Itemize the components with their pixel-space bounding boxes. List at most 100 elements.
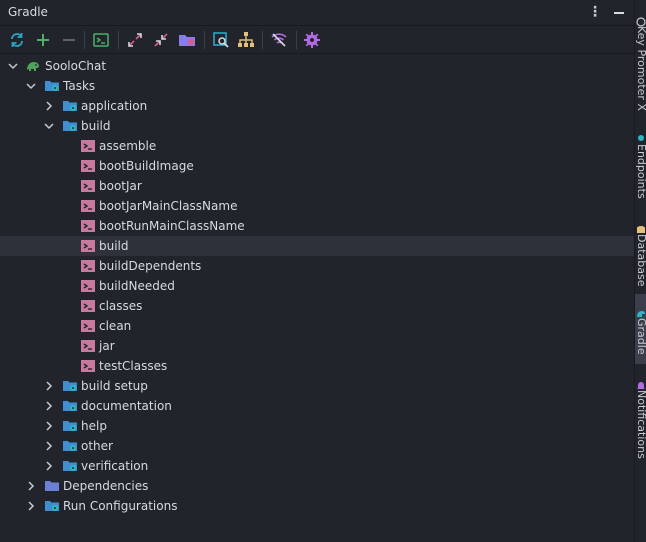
- offline-icon[interactable]: [270, 31, 288, 49]
- tab-notifications[interactable]: Notifications: [635, 364, 646, 484]
- tree-node-task[interactable]: bootBuildImage: [0, 156, 634, 176]
- expand-all-icon[interactable]: [126, 31, 144, 49]
- tree-node-group[interactable]: build setup: [0, 376, 634, 396]
- task-icon: [80, 338, 96, 354]
- folder-icon: [44, 478, 60, 494]
- chevron-right-icon[interactable]: [25, 499, 37, 513]
- collapse-all-icon[interactable]: [152, 31, 170, 49]
- chevron-down-icon[interactable]: [7, 59, 19, 73]
- tree-node-task[interactable]: bootJarMainClassName: [0, 196, 634, 216]
- tree-label: verification: [81, 459, 149, 473]
- tree-label: bootJarMainClassName: [99, 199, 238, 213]
- tree-label: bootRunMainClassName: [99, 219, 245, 233]
- tree-label: jar: [99, 339, 115, 353]
- tab-label: Key Promoter X: [635, 26, 646, 111]
- tree-label: SooloChat: [45, 59, 107, 73]
- chevron-down-icon[interactable]: [25, 79, 37, 93]
- right-tool-strip: Key Promoter X Endpoints Database Gradle…: [634, 0, 646, 542]
- tree-node-group[interactable]: help: [0, 416, 634, 436]
- task-icon: [80, 318, 96, 334]
- task-icon: [80, 238, 96, 254]
- tree-node-task[interactable]: clean: [0, 316, 634, 336]
- database-icon: [636, 220, 646, 233]
- task-folder-icon: [62, 418, 78, 434]
- gradle-elephant-icon: [25, 58, 41, 74]
- chevron-right-icon[interactable]: [43, 99, 55, 113]
- task-icon: [80, 138, 96, 154]
- tab-gradle[interactable]: Gradle: [635, 294, 646, 364]
- task-folder-icon: [62, 438, 78, 454]
- more-options-icon[interactable]: ⋮: [588, 4, 602, 20]
- refresh-icon[interactable]: [8, 31, 26, 49]
- tree-label: assemble: [99, 139, 157, 153]
- title-bar: Gradle ⋮: [0, 0, 634, 26]
- dependencies-icon[interactable]: [237, 31, 255, 49]
- tree-node-task[interactable]: buildDependents: [0, 256, 634, 276]
- tree-node-group[interactable]: other: [0, 436, 634, 456]
- toolbar-separator: [84, 31, 85, 49]
- settings-icon[interactable]: [303, 31, 321, 49]
- tree-node-dependencies[interactable]: Dependencies: [0, 476, 634, 496]
- toolbar: [0, 26, 634, 54]
- tree-node-root[interactable]: SooloChat: [0, 56, 634, 76]
- add-icon[interactable]: [34, 31, 52, 49]
- tree-node-group[interactable]: build: [0, 116, 634, 136]
- folder-tasks-icon[interactable]: [178, 31, 196, 49]
- tree-node-task-selected[interactable]: build: [0, 236, 634, 256]
- task-icon: [80, 278, 96, 294]
- task-folder-icon: [44, 78, 60, 94]
- minimize-icon[interactable]: [612, 4, 626, 20]
- tree-node-group[interactable]: verification: [0, 456, 634, 476]
- tree-label: Run Configurations: [63, 499, 178, 513]
- toolbar-separator: [296, 31, 297, 49]
- tab-endpoints[interactable]: Endpoints: [635, 120, 646, 212]
- tree-label: help: [81, 419, 107, 433]
- task-folder-icon: [62, 118, 78, 134]
- tree-node-task[interactable]: bootJar: [0, 176, 634, 196]
- tab-label: Gradle: [635, 318, 646, 355]
- tab-label: Database: [635, 234, 646, 287]
- toolbar-separator: [118, 31, 119, 49]
- gradle-elephant-icon: [636, 304, 646, 317]
- tree-node-group[interactable]: application: [0, 96, 634, 116]
- task-icon: [80, 358, 96, 374]
- chevron-right-icon[interactable]: [43, 379, 55, 393]
- toolbar-separator: [262, 31, 263, 49]
- window-title: Gradle: [8, 5, 48, 19]
- tree-label: build: [99, 239, 129, 253]
- tree-node-task[interactable]: classes: [0, 296, 634, 316]
- tab-database[interactable]: Database: [635, 212, 646, 294]
- task-folder-icon: [62, 398, 78, 414]
- task-icon: [80, 218, 96, 234]
- task-icon: [80, 298, 96, 314]
- tab-label: Notifications: [635, 390, 646, 459]
- chevron-right-icon[interactable]: [25, 479, 37, 493]
- task-folder-icon: [62, 378, 78, 394]
- tree-label: bootBuildImage: [99, 159, 194, 173]
- tree-node-task[interactable]: jar: [0, 336, 634, 356]
- tree-label: build: [81, 119, 111, 133]
- chevron-right-icon[interactable]: [43, 439, 55, 453]
- tree-node-task[interactable]: bootRunMainClassName: [0, 216, 634, 236]
- tab-key-promoter-x[interactable]: Key Promoter X: [635, 0, 646, 120]
- task-icon: [80, 198, 96, 214]
- tree-label: bootJar: [99, 179, 142, 193]
- terminal-icon[interactable]: [92, 31, 110, 49]
- remove-icon[interactable]: [60, 31, 78, 49]
- tree-label: Dependencies: [63, 479, 149, 493]
- tree-label: build setup: [81, 379, 148, 393]
- key-promoter-icon: [636, 12, 646, 27]
- tree-node-group[interactable]: documentation: [0, 396, 634, 416]
- tree-node-task[interactable]: assemble: [0, 136, 634, 156]
- endpoints-icon: [636, 128, 646, 141]
- analyze-icon[interactable]: [212, 31, 230, 49]
- chevron-down-icon[interactable]: [43, 119, 55, 133]
- tree-node-task[interactable]: buildNeeded: [0, 276, 634, 296]
- tree-node-task[interactable]: testClasses: [0, 356, 634, 376]
- chevron-right-icon[interactable]: [43, 399, 55, 413]
- tree-node-run-configurations[interactable]: Run Configurations: [0, 496, 634, 516]
- tree-node-tasks[interactable]: Tasks: [0, 76, 634, 96]
- chevron-right-icon[interactable]: [43, 459, 55, 473]
- chevron-right-icon[interactable]: [43, 419, 55, 433]
